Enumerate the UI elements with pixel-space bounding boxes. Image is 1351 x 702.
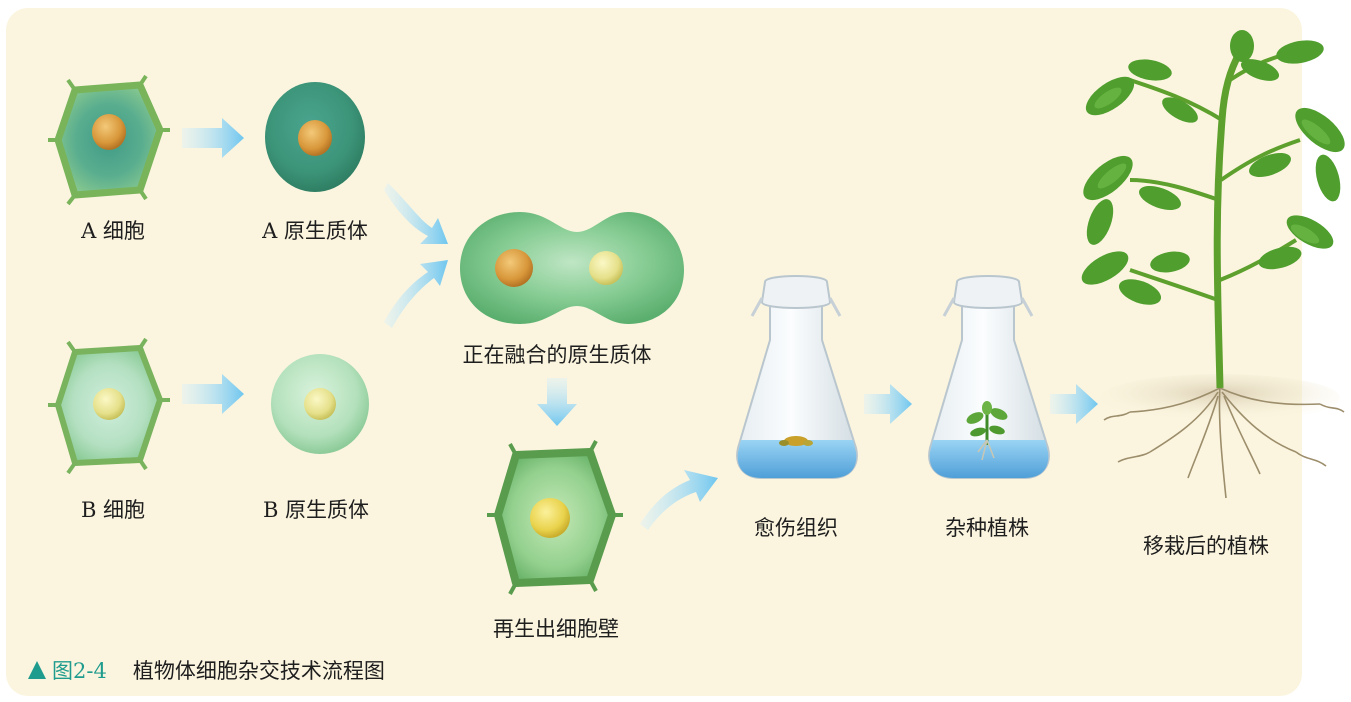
b-protoplast-image bbox=[271, 354, 369, 454]
arrow-right-icon bbox=[864, 384, 912, 424]
label-regenerated-cell-wall: 再生出细胞壁 bbox=[493, 617, 619, 641]
arrow-right-icon bbox=[182, 118, 244, 158]
arrow-right-icon bbox=[1050, 384, 1098, 424]
label-callus: 愈伤组织 bbox=[754, 516, 838, 540]
figure-title: 植物体细胞杂交技术流程图 bbox=[132, 659, 385, 683]
fusing-protoplast-image bbox=[460, 212, 684, 324]
regenerated-cell-image bbox=[487, 440, 623, 595]
b-cell-image bbox=[48, 337, 170, 475]
label-a-cell: A 细胞 bbox=[81, 219, 145, 243]
figure-number: 图2-4 bbox=[52, 659, 107, 683]
label-hybrid-plant: 杂种植株 bbox=[945, 516, 1029, 540]
a-protoplast-image bbox=[265, 82, 365, 192]
label-b-cell: B 细胞 bbox=[80, 498, 146, 522]
arrow-right-icon bbox=[182, 374, 244, 414]
flask-icon bbox=[736, 275, 858, 479]
label-fusing-protoplast: 正在融合的原生质体 bbox=[462, 343, 652, 367]
label-transplanted-plant: 移栽后的植株 bbox=[1143, 534, 1269, 558]
triangle-marker-icon bbox=[28, 661, 46, 679]
plant-icon bbox=[966, 401, 1008, 461]
label-b-protoplast: B 原生质体 bbox=[262, 498, 370, 522]
arrow-down-icon bbox=[537, 378, 577, 426]
flask-icon bbox=[928, 275, 1050, 479]
transplanted-plant-image bbox=[1081, 30, 1345, 499]
roots bbox=[1103, 384, 1345, 499]
curved-arrow-icon bbox=[384, 183, 448, 244]
curved-arrow-icon bbox=[384, 260, 448, 328]
figure-caption: 图2-4 植物体细胞杂交技术流程图 bbox=[28, 654, 385, 686]
label-a-protoplast: A 原生质体 bbox=[262, 219, 368, 243]
curved-arrow-icon bbox=[640, 470, 718, 530]
a-cell-image bbox=[48, 74, 170, 206]
